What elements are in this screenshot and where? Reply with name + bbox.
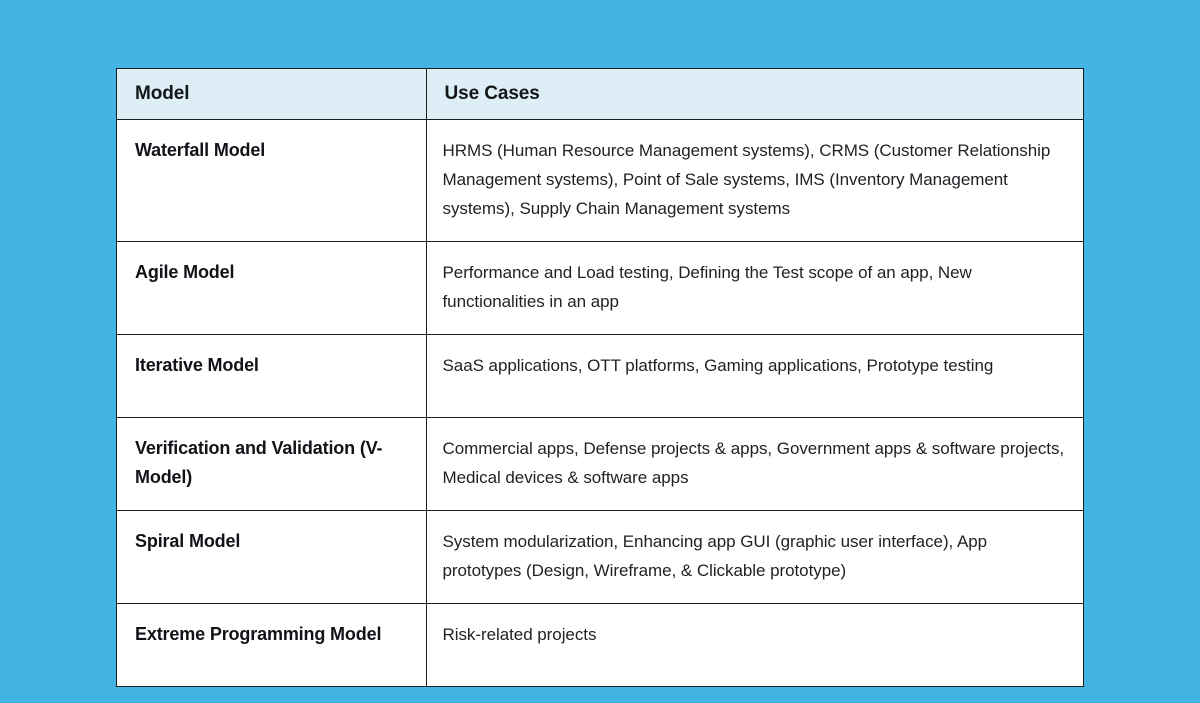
cell-model: Agile Model xyxy=(117,241,427,335)
cell-use-cases: Performance and Load testing, Defining t… xyxy=(426,241,1083,335)
table-body: Waterfall Model HRMS (Human Resource Man… xyxy=(117,119,1083,686)
table-row: Iterative Model SaaS applications, OTT p… xyxy=(117,334,1083,418)
table-header-row: Model Use Cases xyxy=(117,69,1083,120)
table-row: Extreme Programming Model Risk-related p… xyxy=(117,603,1083,686)
cell-model: Iterative Model xyxy=(117,334,427,418)
cell-model: Verification and Validation (V-Model) xyxy=(117,417,427,511)
cell-use-cases: Commercial apps, Defense projects & apps… xyxy=(426,417,1083,511)
table-row: Spiral Model System modularization, Enha… xyxy=(117,510,1083,604)
models-table-container: Model Use Cases Waterfall Model HRMS (Hu… xyxy=(116,68,1084,687)
cell-use-cases: Risk-related projects xyxy=(442,625,597,644)
cell-use-cases: System modularization, Enhancing app GUI… xyxy=(426,510,1083,604)
table-header: Model Use Cases xyxy=(117,69,1083,120)
table-row: Waterfall Model HRMS (Human Resource Man… xyxy=(117,119,1083,242)
cell-model: Waterfall Model xyxy=(117,119,427,242)
column-header-model: Model xyxy=(117,69,427,120)
table-row: Verification and Validation (V-Model) Co… xyxy=(117,417,1083,511)
table-row: Agile Model Performance and Load testing… xyxy=(117,241,1083,335)
cell-model: Extreme Programming Model xyxy=(117,603,427,686)
cell-use-cases: HRMS (Human Resource Management systems)… xyxy=(426,119,1083,242)
models-use-cases-table: Model Use Cases Waterfall Model HRMS (Hu… xyxy=(117,69,1083,686)
cell-model: Spiral Model xyxy=(117,510,427,604)
cell-use-cases: SaaS applications, OTT platforms, Gaming… xyxy=(426,334,1083,418)
column-header-use-cases: Use Cases xyxy=(426,69,1083,120)
